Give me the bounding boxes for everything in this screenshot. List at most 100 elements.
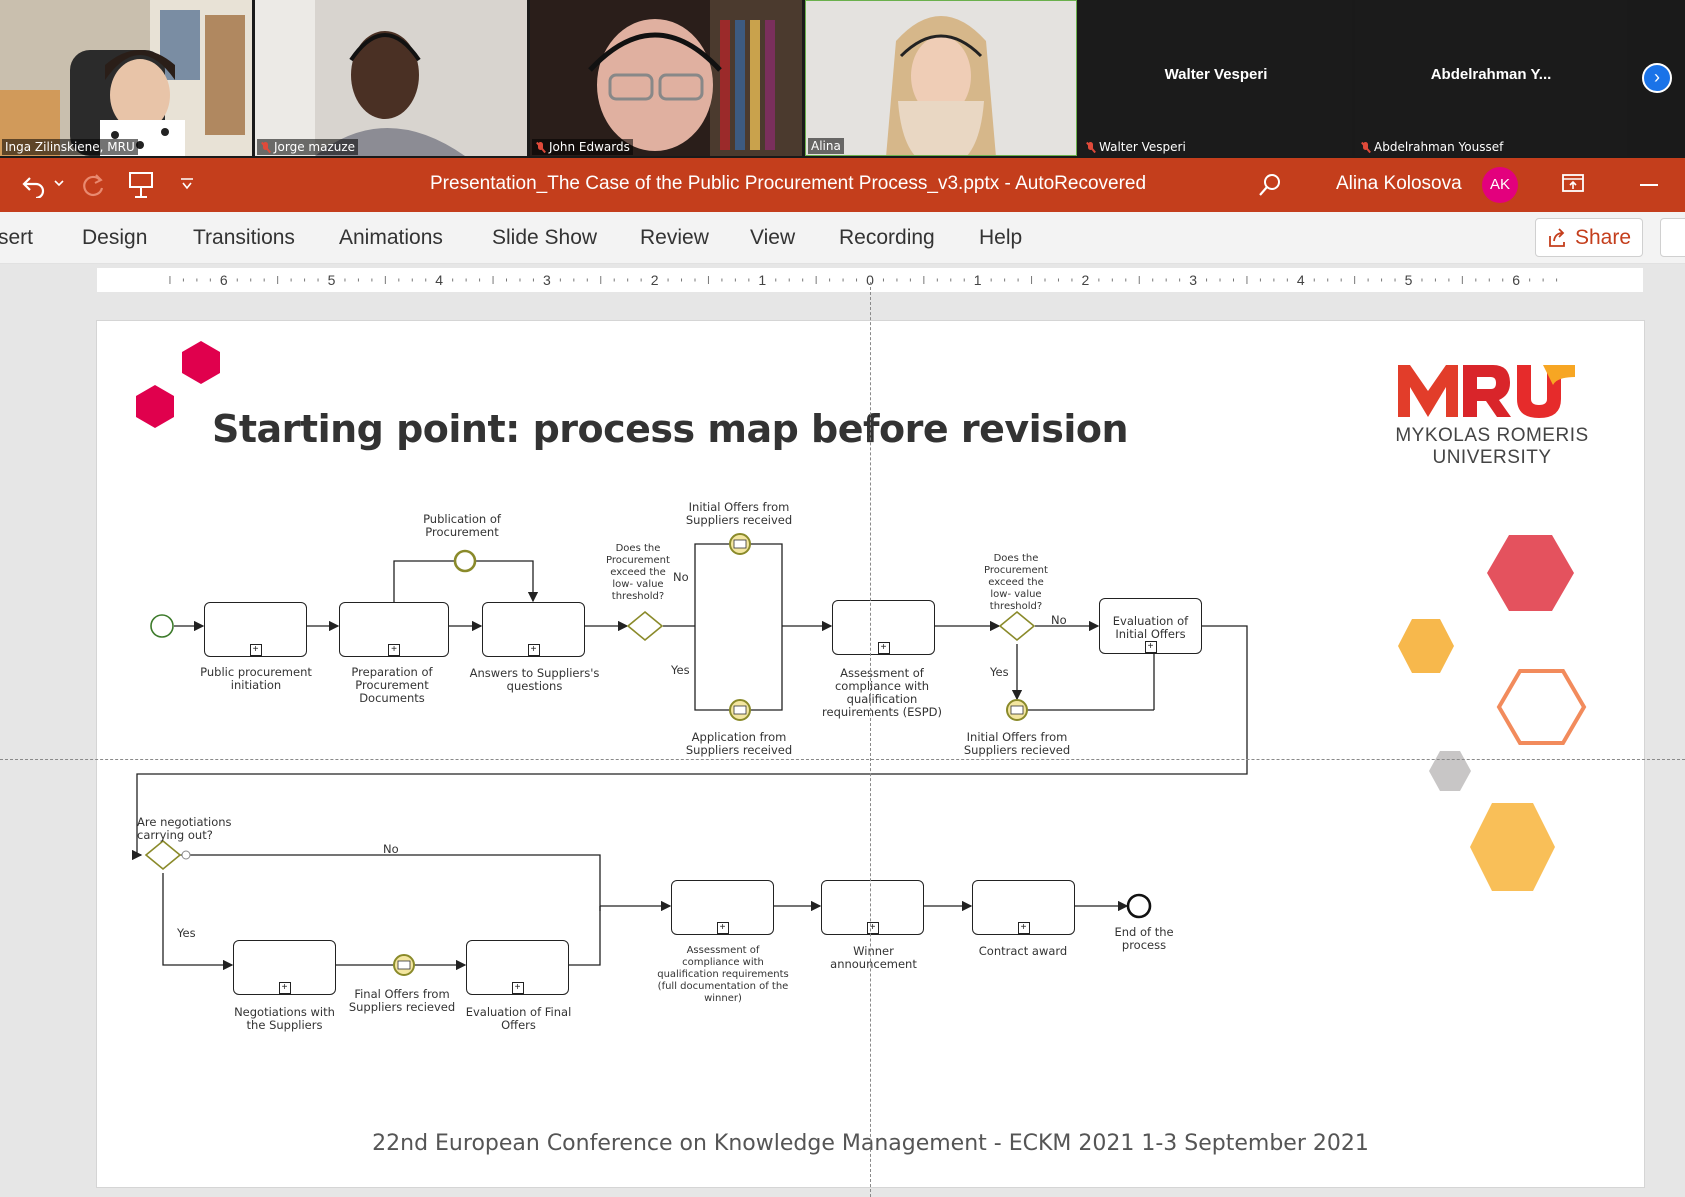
participant-tile[interactable]: Alina [805, 0, 1077, 156]
task-label: Negotiations with the Suppliers [234, 1005, 335, 1032]
sequence-flow [694, 626, 730, 711]
vertical-guide[interactable] [870, 282, 871, 1197]
ruler-label: 3 [543, 272, 551, 288]
participant-tile[interactable]: John Edwards [530, 0, 802, 156]
slide-title[interactable]: Starting point: process map before revis… [212, 407, 1129, 451]
envelope-icon [1010, 705, 1024, 715]
ribbon-tabs: sert Design Transitions Animations Slide… [0, 212, 1685, 264]
participant-video [530, 0, 802, 156]
tab-slide-show[interactable]: Slide Show [492, 226, 598, 249]
subprocess-marker-icon: + [716, 922, 729, 934]
task-box[interactable]: + [821, 880, 924, 935]
participant-video [255, 0, 527, 156]
flow-label-no: No [673, 570, 689, 584]
flow-label-no: No [383, 842, 399, 856]
minimize-icon[interactable] [1640, 184, 1658, 186]
task-box[interactable]: + [482, 602, 585, 657]
event-label: Initial Offers from Suppliers received [685, 500, 793, 527]
flow-label-no: No [1051, 613, 1067, 627]
user-name[interactable]: Alina Kolosova [1336, 173, 1462, 194]
flow-label-yes: Yes [177, 926, 196, 940]
next-participants-button[interactable]: › [1642, 63, 1672, 93]
event-label: Initial Offers from Suppliers recieved [963, 730, 1071, 757]
ruler-label: 6 [220, 272, 228, 288]
gateway-icon [998, 610, 1036, 642]
task-box[interactable]: + [204, 602, 307, 657]
present-from-start-icon[interactable] [127, 170, 155, 200]
subprocess-marker-icon: + [278, 982, 291, 994]
avatar[interactable]: AK [1482, 167, 1518, 203]
ruler-label: 1 [758, 272, 766, 288]
task-label: Evaluation of Final Offers [465, 1005, 572, 1032]
participant-video [806, 1, 1076, 155]
ruler-label: 0 [866, 272, 874, 288]
share-label: Share [1574, 225, 1632, 249]
redo-icon[interactable] [80, 172, 108, 200]
task-box[interactable]: + [233, 940, 336, 995]
task-box[interactable]: + [832, 600, 935, 655]
participant-strip: Inga Zilinskiene, MRU Jorge mazuze [0, 0, 1685, 158]
ruler-label: 5 [328, 272, 336, 288]
hexagon-shape [1398, 619, 1454, 673]
ruler-label: 3 [1189, 272, 1197, 288]
participant-name: John Edwards [532, 139, 633, 155]
task-label: Contract award [978, 944, 1068, 958]
share-icon [1549, 227, 1565, 247]
tab-review[interactable]: Review [640, 226, 709, 249]
comments-button[interactable] [1660, 218, 1685, 257]
start-event-icon [150, 614, 174, 638]
tab-design[interactable]: Design [82, 226, 148, 249]
flow-label-yes: Yes [990, 665, 1009, 679]
search-icon[interactable] [1257, 172, 1283, 198]
sequence-flow [750, 626, 783, 711]
tab-animations[interactable]: Animations [339, 226, 443, 249]
task-box[interactable]: + [671, 880, 774, 935]
task-box[interactable]: + [339, 602, 449, 657]
event-label: Application from Suppliers received [685, 730, 793, 757]
participant-video [0, 0, 252, 156]
ribbon-display-options-icon[interactable] [1562, 172, 1584, 194]
customize-toolbar-icon[interactable] [180, 178, 194, 190]
task-box[interactable]: + [972, 880, 1075, 935]
ruler-label: 1 [974, 272, 982, 288]
envelope-icon [397, 960, 411, 970]
participant-tile[interactable]: Abdelrahman Y... Abdelrahman Youssef [1355, 0, 1627, 156]
mic-muted-icon [535, 141, 546, 153]
flow-label-yes: Yes [671, 663, 690, 677]
mic-muted-icon [1085, 141, 1096, 153]
gateway-label: Does the Procurement exceed the low- val… [606, 543, 670, 602]
tab-help[interactable]: Help [979, 226, 1023, 249]
undo-icon[interactable] [20, 172, 50, 198]
undo-dropdown-icon[interactable] [54, 180, 64, 188]
participant-tile[interactable]: Jorge mazuze [255, 0, 527, 156]
tab-insert[interactable]: sert [0, 226, 34, 249]
hexagon-shape [1429, 751, 1471, 791]
horizontal-guide[interactable] [0, 759, 1685, 760]
sequence-flow [180, 854, 601, 911]
save-icon[interactable] [0, 171, 2, 197]
default-flow-marker [181, 850, 191, 860]
sequence-flow [475, 560, 539, 603]
participant-tile[interactable]: Inga Zilinskiene, MRU [0, 0, 252, 156]
task-label: Winner announcement [830, 944, 917, 971]
task-label: Public procurement initiation [200, 665, 312, 692]
event-label: Final Offers from Suppliers recieved [348, 987, 456, 1014]
subprocess-marker-icon: + [388, 644, 400, 656]
sequence-flow [393, 560, 455, 602]
sequence-flow [694, 543, 730, 626]
subprocess-marker-icon: + [877, 642, 890, 654]
subprocess-marker-icon: + [511, 982, 524, 994]
intermediate-event-icon [453, 549, 477, 573]
university-name-line1: MYKOLAS ROMERIS [1395, 425, 1589, 446]
tab-view[interactable]: View [750, 226, 796, 249]
share-button[interactable]: Share [1535, 218, 1643, 257]
task-box[interactable]: Evaluation of Initial Offers+ [1099, 598, 1202, 654]
mic-muted-icon [1360, 141, 1371, 153]
task-label: Assessment of compliance with qualificat… [822, 666, 942, 719]
participant-tile[interactable]: Walter Vesperi Walter Vesperi [1080, 0, 1352, 156]
hexagon-shape [182, 341, 220, 384]
tab-transitions[interactable]: Transitions [193, 226, 295, 249]
task-box[interactable]: + [466, 940, 569, 995]
tab-recording[interactable]: Recording [839, 226, 935, 249]
hexagon-shape [1487, 535, 1574, 611]
